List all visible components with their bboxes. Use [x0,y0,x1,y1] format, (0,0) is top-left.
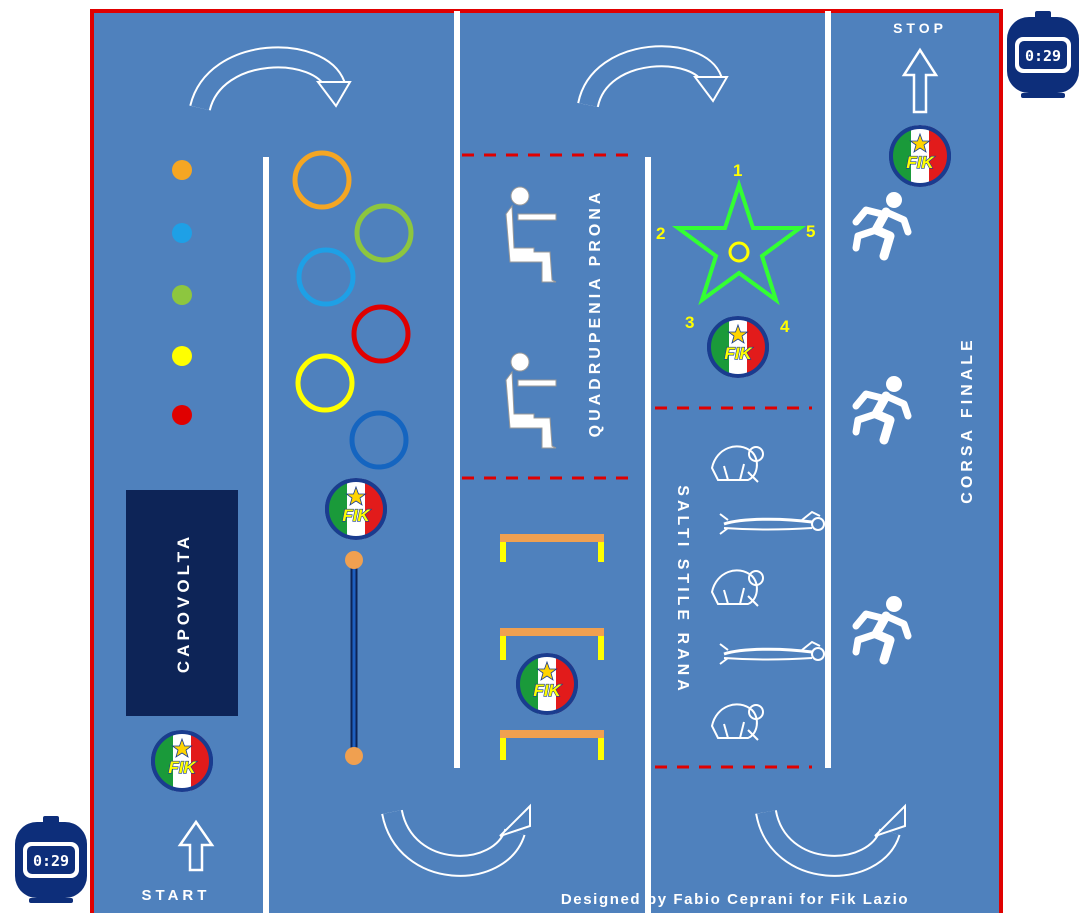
stop-label: STOP [893,20,947,36]
field [92,11,1001,913]
fik-logo: FIK [151,730,213,792]
dot-marker [172,160,192,180]
corsa-label: CORSA FINALE [959,336,976,503]
star-point-4: 4 [780,317,790,336]
star-point-1: 1 [733,161,742,180]
svg-text:FIK: FIK [906,153,935,172]
quadrupenia-label: QUADRUPENIA PRONA [587,189,604,438]
svg-text:0:29: 0:29 [1025,47,1061,65]
capovolta-label: CAPOVOLTA [174,533,193,673]
svg-text:0:29: 0:29 [33,852,69,870]
credit-text: Designed by Fabio Ceprani for Fik Lazio [561,891,909,908]
svg-text:FIK: FIK [168,758,197,777]
start-label: START [142,887,211,904]
fik-logo: FIK [516,653,578,715]
dot-marker [172,405,192,425]
stopwatch-icon: 0:29 [1007,11,1079,98]
dot-marker [172,285,192,305]
svg-text:FIK: FIK [533,681,562,700]
dot-marker [172,346,192,366]
star-point-2: 2 [656,224,665,243]
salti-label: SALTI STILE RANA [674,485,691,694]
fik-logo: FIK [889,125,951,187]
fik-logo: FIK [707,316,769,378]
svg-text:FIK: FIK [724,344,753,363]
dot-marker [172,223,192,243]
fik-logo: FIK [325,478,387,540]
star-point-3: 3 [685,313,694,332]
stopwatch-icon: 0:29 [15,816,87,903]
star-point-5: 5 [806,222,815,241]
svg-text:FIK: FIK [342,506,371,525]
